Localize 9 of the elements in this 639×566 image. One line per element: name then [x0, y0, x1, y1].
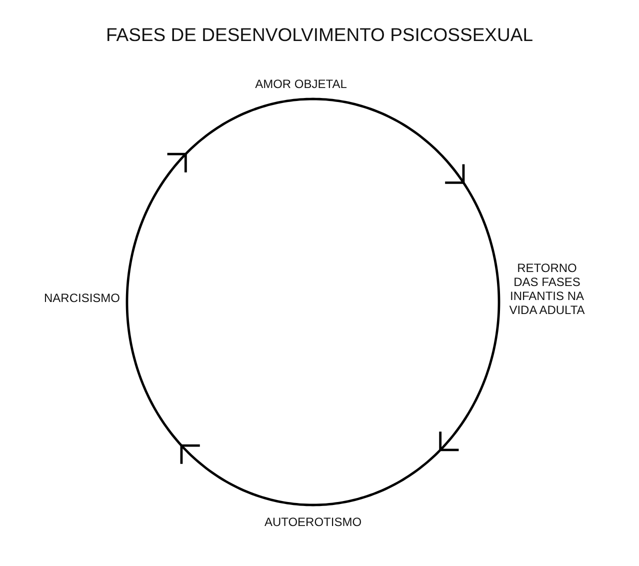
cycle-arrow: [312, 98, 500, 302]
stage-label: AMOR OBJETAL: [255, 77, 347, 91]
stage-label: RETORNO DAS FASES INFANTIS NA VIDA ADULTA: [508, 261, 586, 317]
stage-label: AUTOEROTISMO: [264, 515, 362, 529]
stage-label: NARCISISMO: [44, 291, 120, 305]
diagram-title: FASES DE DESENVOLVIMENTO PSICOSSEXUAL: [106, 23, 533, 47]
cycle-arrow: [126, 98, 314, 302]
cycle-arrow: [126, 302, 314, 506]
cycle-arrow: [312, 302, 500, 506]
